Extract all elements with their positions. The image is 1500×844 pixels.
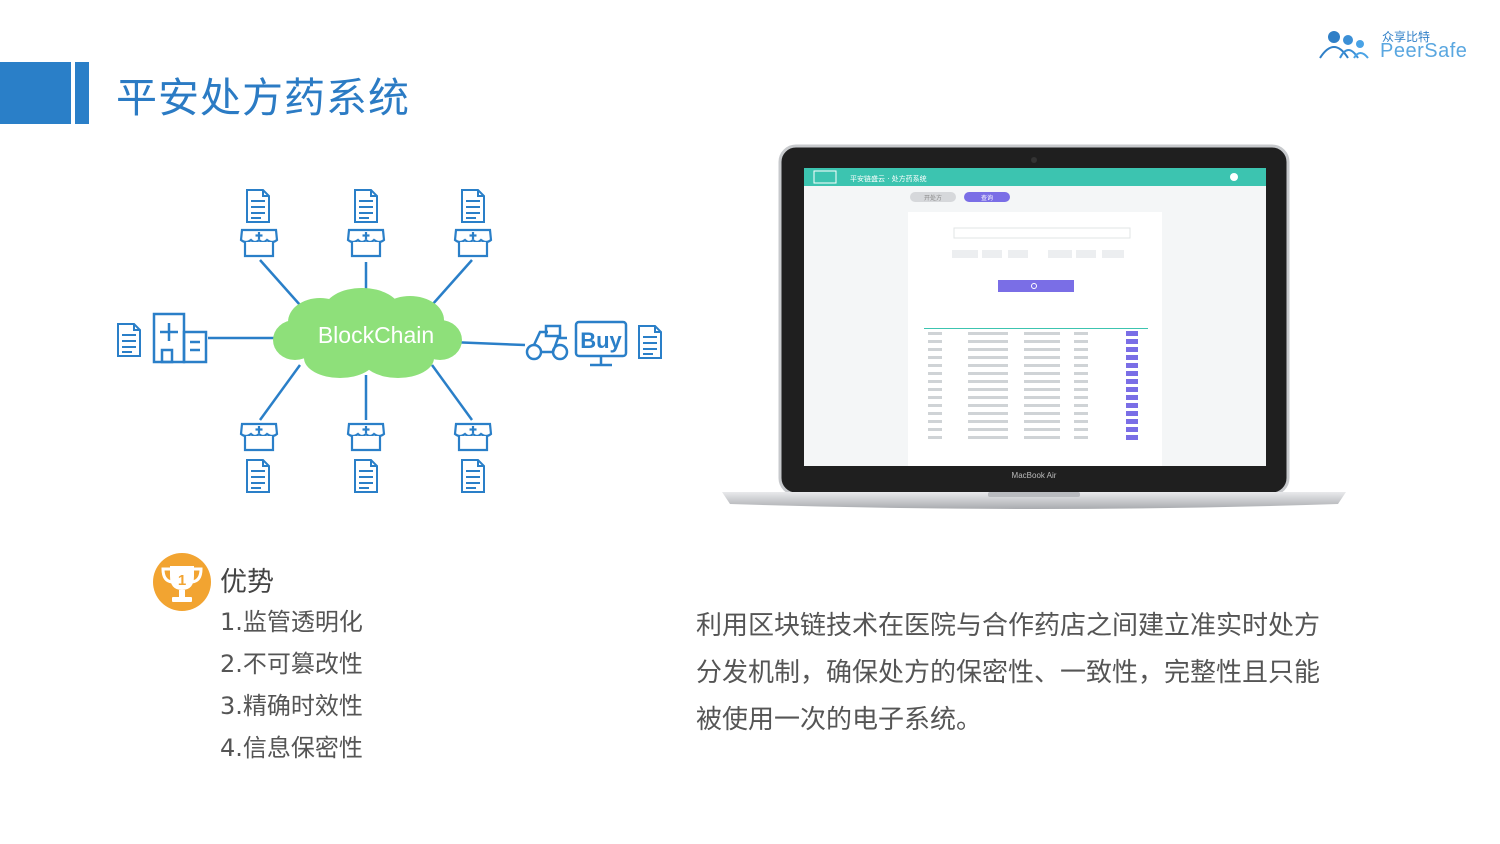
pharmacy-store-icon [239,422,279,452]
blockchain-network-diagram: BlockChain Buy [117,189,662,493]
prescription-doc-icon [461,189,485,223]
prescription-doc-icon [117,323,141,357]
advantage-item: 3.精确时效性 [220,692,363,720]
pharmacy-store-icon [346,228,386,258]
screen-app-title: 平安链盛云 · 处方药系统 [850,174,927,183]
logo-chinese-name: 众享比特 [1382,30,1431,44]
laptop-brand-label: MacBook Air [1012,471,1057,480]
pharmacy-store-icon [239,228,279,258]
advantages-list: 1.监管透明化 2.不可篡改性 3.精确时效性 4.信息保密性 [220,604,363,772]
delivery-scooter-icon [525,324,569,361]
blockchain-label: BlockChain [318,322,434,348]
prescription-doc-icon [638,325,662,359]
screen-tab-prescribe: 开处方 [924,194,942,202]
advantage-item: 1.监管透明化 [220,608,363,636]
prescription-doc-icon [354,189,378,223]
logo-english-name: PeerSafe [1380,40,1468,62]
title-bar-stripe [75,62,89,124]
buy-label: Buy [580,328,622,353]
laptop-screen-mockup: 平安链盛云 · 处方药系统 开处方 查询 [722,144,1346,509]
online-shop-monitor-icon: Buy [574,320,628,367]
prescription-doc-icon [246,459,270,493]
advantage-item: 2.不可篡改性 [220,650,363,678]
peersafe-logo-icon [1319,31,1369,59]
title-bar-block [0,62,71,124]
trophy-icon: 1 [153,553,211,611]
advantages-heading: 优势 [220,567,274,598]
pharmacy-store-icon [453,422,493,452]
prescription-doc-icon [354,459,378,493]
screen-tab-query: 查询 [981,194,993,202]
trophy-number: 1 [178,572,186,589]
hospital-icon [152,312,208,364]
screen-table-rows [924,328,1148,440]
prescription-doc-icon [461,459,485,493]
page-title: 平安处方药系统 [116,74,410,122]
system-description: 利用区块链技术在医院与合作药店之间建立准实时处方分发机制，确保处方的保密性、一致… [696,611,1321,735]
pharmacy-store-icon [453,228,493,258]
pharmacy-store-icon [346,422,386,452]
blockchain-cloud [273,288,462,378]
prescription-doc-icon [246,189,270,223]
advantage-item: 4.信息保密性 [220,734,363,762]
